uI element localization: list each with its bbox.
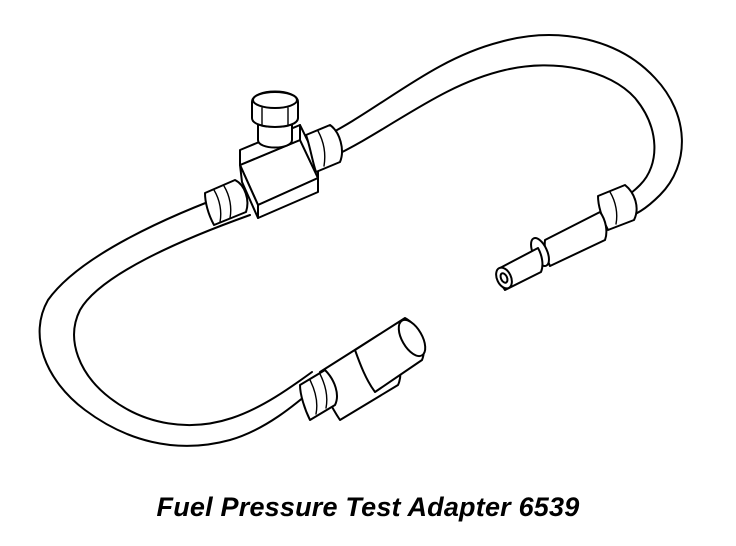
left-quick-connector [299, 317, 427, 421]
fuel-hose [38, 34, 683, 447]
test-port-valve-cap [251, 90, 299, 149]
tee-right-ferrule [305, 124, 343, 173]
figure-caption: Fuel Pressure Test Adapter 6539 [156, 492, 580, 522]
left-hose-ferrule [204, 179, 249, 226]
right-quick-connector [495, 184, 638, 291]
